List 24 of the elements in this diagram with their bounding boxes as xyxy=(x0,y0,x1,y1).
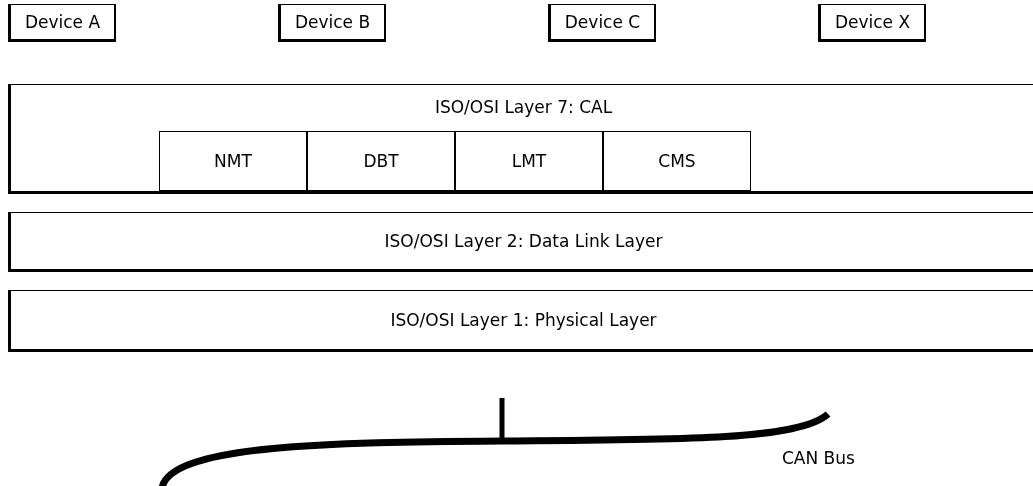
bus-label: CAN Bus xyxy=(782,448,855,468)
node-label: ISO/OSI Layer 1: Physical Layer xyxy=(389,310,658,330)
node-label: Device X xyxy=(833,12,912,32)
layer-box xyxy=(8,290,1033,352)
connector-line xyxy=(499,398,505,440)
node-label: LMT xyxy=(510,151,548,171)
device-box xyxy=(278,4,386,42)
layer-box xyxy=(8,84,1033,194)
node-label: Device B xyxy=(293,12,372,32)
node-label: DBT xyxy=(362,151,400,171)
node-label: Device A xyxy=(23,12,102,32)
layer-box xyxy=(8,212,1033,272)
node-label: ISO/OSI Layer 2: Data Link Layer xyxy=(383,231,664,251)
service-box xyxy=(455,131,603,191)
node-label: ISO/OSI Layer 7: CAL xyxy=(433,97,614,117)
device-box xyxy=(8,4,116,42)
node-label: CMS xyxy=(657,151,697,171)
device-box xyxy=(818,4,926,42)
node-label: NMT xyxy=(213,151,253,171)
service-box xyxy=(159,131,307,191)
device-box xyxy=(548,4,656,42)
service-box xyxy=(307,131,455,191)
node-label: Device C xyxy=(563,12,642,32)
service-box xyxy=(603,131,751,191)
